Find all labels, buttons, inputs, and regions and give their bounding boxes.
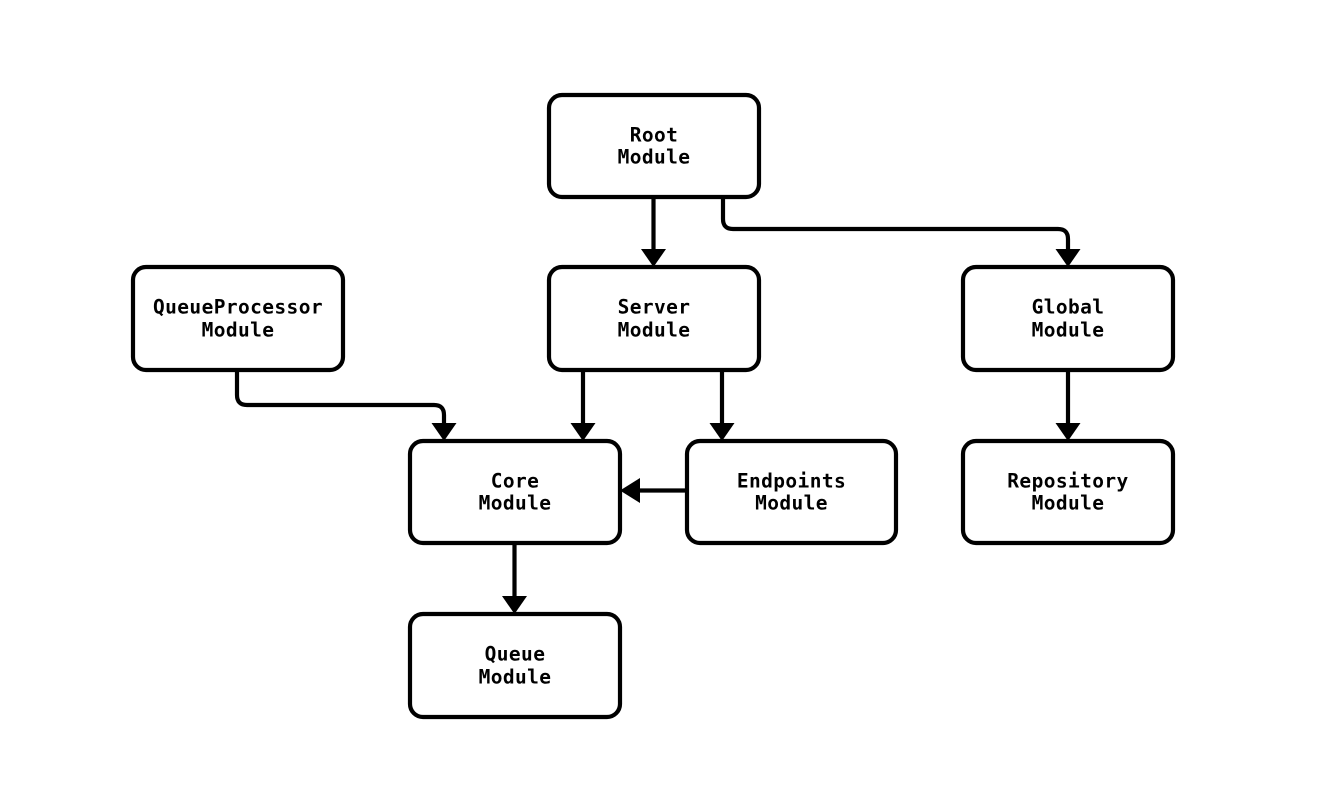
edge-global-repository (1055, 370, 1081, 441)
node-server-box[interactable] (546, 264, 762, 373)
edge-server-endpoints (709, 370, 735, 441)
node-server-label-line1: Server (618, 296, 691, 319)
node-layer: Root Module QueueProcessor Module Server… (130, 92, 1176, 720)
edge-queueprocessor-core-arrowhead-icon (431, 423, 457, 441)
edge-server-core (570, 370, 596, 441)
node-core-label-line2: Module (479, 492, 552, 515)
edge-endpoints-core (620, 478, 687, 503)
node-server[interactable]: Server Module (546, 264, 762, 373)
node-global-label-line1: Global (1032, 296, 1105, 319)
edge-endpoints-core-arrowhead-icon (620, 478, 640, 503)
node-queueprocessor-label-line1: QueueProcessor (153, 296, 323, 319)
node-root[interactable]: Root Module (546, 92, 762, 200)
edge-core-queue (502, 543, 527, 614)
node-root-box[interactable] (546, 92, 762, 200)
node-queueprocessor-label-line2: Module (202, 319, 275, 342)
edge-server-endpoints-arrowhead-icon (709, 423, 735, 441)
edge-server-core-arrowhead-icon (570, 423, 596, 441)
edge-root-global (720, 197, 1081, 267)
edge-global-repository-arrowhead-icon (1055, 423, 1081, 441)
node-queueprocessor[interactable]: QueueProcessor Module (130, 264, 346, 373)
edge-queueprocessor-core-line (234, 370, 447, 424)
node-global[interactable]: Global Module (960, 264, 1176, 373)
node-queue-label-line2: Module (479, 666, 552, 689)
node-core[interactable]: Core Module (407, 438, 623, 546)
node-global-label-line2: Module (1032, 319, 1105, 342)
edge-layer (234, 197, 1081, 614)
edge-queueprocessor-core (234, 370, 457, 441)
edge-root-server-arrowhead-icon (641, 249, 666, 267)
node-server-label-line2: Module (618, 319, 691, 342)
node-queue-label-line1: Queue (485, 643, 546, 666)
edge-root-global-line (720, 197, 1071, 250)
node-endpoints-label-line2: Module (755, 492, 828, 515)
node-root-label-line1: Root (630, 124, 679, 147)
edge-core-queue-arrowhead-icon (502, 596, 527, 614)
node-repository-label-line2: Module (1032, 492, 1105, 515)
node-endpoints-box[interactable] (684, 438, 899, 546)
node-endpoints[interactable]: Endpoints Module (684, 438, 899, 546)
node-core-box[interactable] (407, 438, 623, 546)
node-queue[interactable]: Queue Module (407, 611, 623, 720)
node-root-label-line2: Module (618, 146, 691, 169)
node-queue-box[interactable] (407, 611, 623, 720)
node-endpoints-label-line1: Endpoints (737, 470, 846, 493)
edge-root-global-arrowhead-icon (1055, 249, 1081, 267)
edge-root-server (641, 197, 666, 267)
node-core-label-line1: Core (491, 470, 540, 493)
node-global-box[interactable] (960, 264, 1176, 373)
node-repository-label-line1: Repository (1007, 470, 1128, 493)
node-repository[interactable]: Repository Module (960, 438, 1176, 546)
node-queueprocessor-box[interactable] (130, 264, 346, 373)
node-repository-box[interactable] (960, 438, 1176, 546)
